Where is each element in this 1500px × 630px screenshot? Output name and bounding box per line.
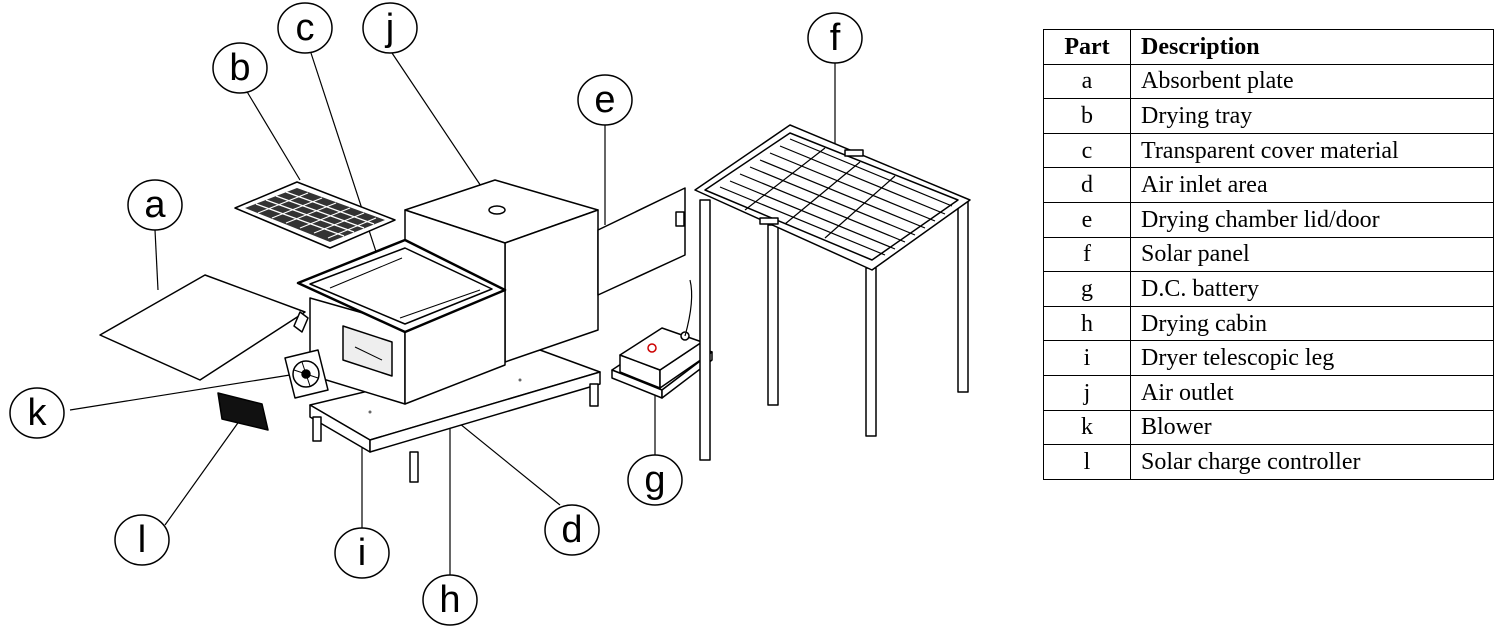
description-cell: Solar charge controller bbox=[1130, 444, 1494, 480]
part-cell: c bbox=[1043, 132, 1131, 169]
chamber-door bbox=[597, 187, 686, 296]
callout-e: e bbox=[577, 74, 633, 126]
part-cell: d bbox=[1043, 167, 1131, 203]
callout-label-a: a bbox=[144, 184, 166, 226]
table-row: b Drying tray bbox=[1043, 98, 1494, 134]
description-cell: Solar panel bbox=[1130, 236, 1494, 273]
exploded-view-diagram: a b c j e f g d bbox=[9, 2, 971, 626]
callout-label-h: h bbox=[439, 579, 460, 621]
description-cell: Absorbent plate bbox=[1130, 63, 1494, 100]
description-cell: Air inlet area bbox=[1130, 167, 1494, 203]
callout-label-e: e bbox=[594, 79, 615, 121]
callout-label-f: f bbox=[830, 17, 841, 59]
parts-table: Part Description a Absorbent plate b Dry… bbox=[1043, 29, 1494, 480]
callout-label-d: d bbox=[561, 509, 582, 551]
description-cell: Transparent cover material bbox=[1130, 132, 1494, 169]
table-header-row: Part Description bbox=[1043, 29, 1494, 65]
callout-f: f bbox=[807, 12, 863, 64]
description-cell: Dryer telescopic leg bbox=[1130, 340, 1494, 376]
part-cell: h bbox=[1043, 305, 1131, 342]
solar-panel bbox=[694, 124, 971, 461]
table-row: i Dryer telescopic leg bbox=[1043, 340, 1494, 376]
table-row: l Solar charge controller bbox=[1043, 444, 1494, 480]
callout-label-c: c bbox=[296, 7, 315, 49]
dryer-stand bbox=[309, 349, 601, 483]
callout-label-k: k bbox=[28, 392, 48, 434]
callout-label-i: i bbox=[358, 532, 366, 574]
table-row: d Air inlet area bbox=[1043, 167, 1494, 203]
callout-i: i bbox=[334, 527, 390, 579]
transparent-cover bbox=[296, 238, 507, 334]
dc-battery bbox=[611, 279, 713, 399]
callout-label-l: l bbox=[138, 519, 146, 561]
table-row: g D.C. battery bbox=[1043, 271, 1494, 307]
table-row: a Absorbent plate bbox=[1043, 63, 1494, 100]
table-row: f Solar panel bbox=[1043, 236, 1494, 273]
table-row: j Air outlet bbox=[1043, 374, 1494, 411]
drying-tray bbox=[234, 181, 396, 249]
table-row: h Drying cabin bbox=[1043, 305, 1494, 342]
air-outlet-hole bbox=[488, 205, 506, 215]
drying-cabin bbox=[309, 179, 599, 405]
charge-controller bbox=[217, 392, 269, 431]
callout-k: k bbox=[9, 387, 65, 439]
description-cell: Blower bbox=[1130, 409, 1494, 446]
callout-a: a bbox=[127, 179, 183, 231]
callouts: a b c j e f g d bbox=[9, 2, 863, 626]
callout-label-b: b bbox=[229, 47, 250, 89]
description-cell: Drying tray bbox=[1130, 98, 1494, 134]
column-header-description: Description bbox=[1130, 29, 1494, 65]
callout-d: d bbox=[544, 504, 600, 556]
part-cell: k bbox=[1043, 409, 1131, 446]
part-cell: e bbox=[1043, 201, 1131, 238]
description-cell: Drying chamber lid/door bbox=[1130, 201, 1494, 238]
callout-h: h bbox=[422, 574, 478, 626]
part-cell: i bbox=[1043, 340, 1131, 376]
part-cell: j bbox=[1043, 374, 1131, 411]
callout-b: b bbox=[212, 42, 268, 94]
callout-g: g bbox=[627, 454, 683, 506]
blower bbox=[284, 349, 329, 399]
table-row: k Blower bbox=[1043, 409, 1494, 446]
description-cell: Drying cabin bbox=[1130, 305, 1494, 342]
description-cell: Air outlet bbox=[1130, 374, 1494, 411]
callout-j: j bbox=[362, 2, 418, 54]
part-cell: f bbox=[1043, 236, 1131, 273]
part-cell: g bbox=[1043, 271, 1131, 307]
callout-l: l bbox=[114, 514, 170, 566]
callout-label-g: g bbox=[644, 459, 665, 501]
part-cell: b bbox=[1043, 98, 1131, 134]
table-row: e Drying chamber lid/door bbox=[1043, 201, 1494, 238]
callout-label-j: j bbox=[385, 7, 394, 49]
table-row: c Transparent cover material bbox=[1043, 132, 1494, 169]
part-cell: l bbox=[1043, 444, 1131, 480]
description-cell: D.C. battery bbox=[1130, 271, 1494, 307]
callout-c: c bbox=[277, 2, 333, 54]
column-header-part: Part bbox=[1043, 29, 1131, 65]
absorbent-plate bbox=[99, 274, 309, 381]
part-cell: a bbox=[1043, 63, 1131, 100]
